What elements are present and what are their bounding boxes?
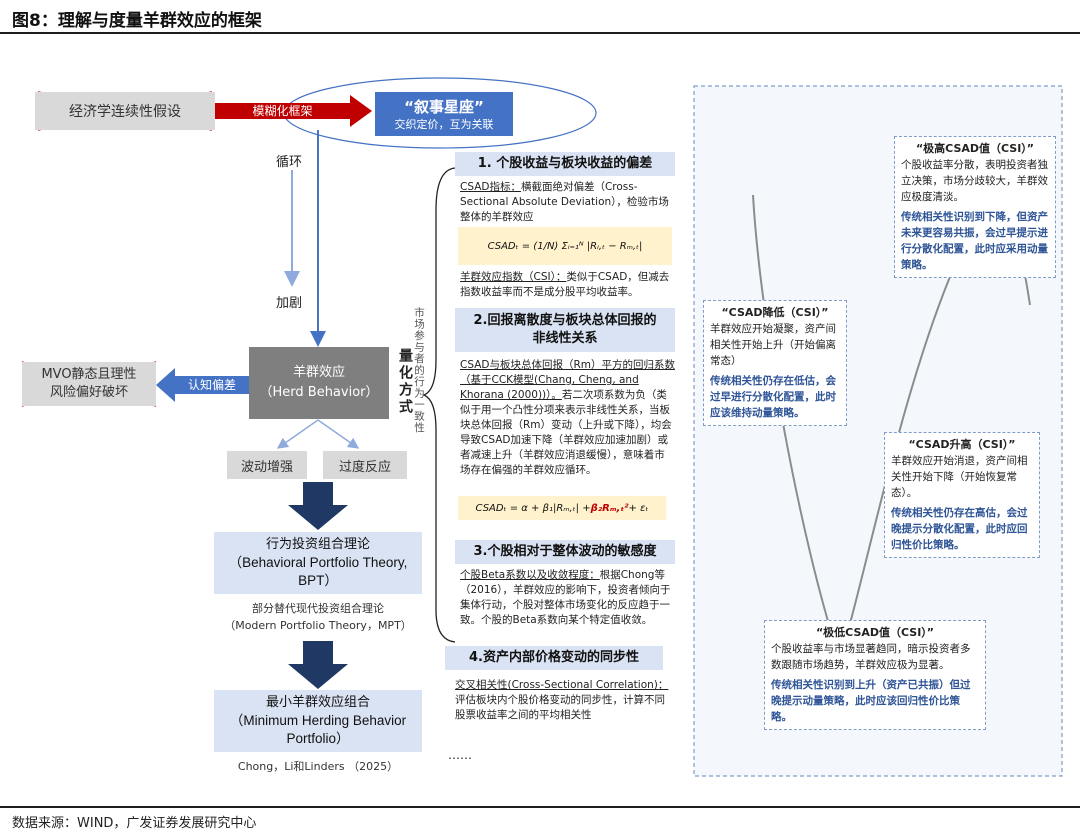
vertical-behavior-label: 市场参与者的行为一致性 — [413, 307, 425, 434]
mhb-line3: Portfolio） — [286, 731, 350, 746]
csi-decrease-box: “CSAD降低（CSI）” 羊群效应开始凝聚，资产间相关性开始上升（开始偏离常态… — [703, 300, 847, 426]
bpt-box: 行为投资组合理论 （Behavioral Portfolio Theory, B… — [214, 532, 422, 594]
csi-high-box: “极高CSAD值（CSI）” 个股收益率分散，表明投资者独立决策，市场分歧较大，… — [894, 136, 1056, 278]
narrative-box: “叙事星座” 交织定价，互为关联 — [375, 92, 513, 136]
navy-arrow-2 — [288, 641, 348, 689]
csi-increase-box: “CSAD升高（CSI）” 羊群效应开始消退，资产间相关性开始下降（开始恢复常态… — [884, 432, 1040, 558]
csi-low-title: “极低CSAD值（CSI）” — [815, 626, 935, 639]
ellipsis: …… — [448, 748, 472, 762]
section-1-text: CSAD指标：横截面绝对偏差（Cross-Sectional Absolute … — [460, 180, 675, 225]
csi-inc-title: “CSAD升高（CSI）” — [908, 438, 1016, 451]
bpt-line1: 行为投资组合理论 — [265, 537, 370, 552]
section-4-text: 交叉相关性(Cross-Sectional Correlation)： 评估板块内… — [455, 678, 670, 723]
mpt-line1: 部分替代现代投资组合理论 — [252, 602, 384, 615]
fuzzy-arrow — [215, 95, 372, 127]
mvo-box: MVO静态且理性 风险偏好破坏 — [22, 362, 156, 406]
csad-desc: 横截面绝对偏差（Cross-Sectional Absolute Deviati… — [460, 181, 669, 223]
mpt-note: 部分替代现代投资组合理论 （Modern Portfolio Theory，MP… — [214, 600, 422, 634]
csad-term: CSAD指标： — [460, 181, 521, 193]
csi-high-advice: 传统相关性识别到下降，但资产未来更容易共振，会过早提示进行分散化配置，此时应采用… — [901, 211, 1048, 271]
fuzzy-frame-label: 模糊化框架 — [252, 104, 313, 118]
section-1-head: 1. 个股收益与板块收益的偏差 — [455, 152, 675, 176]
cognitive-bias-arrow — [156, 368, 249, 402]
csi-low-body: 个股收益率与市场显著趋同，暗示投资者多数跟随市场趋势，羊群效应极为显著。 — [771, 643, 971, 671]
cycle-label: 循环 — [276, 155, 303, 170]
mvo-line1: MVO静态且理性 — [41, 367, 137, 382]
section-3-text: 个股Beta系数以及收敛程度：根据Chong等（2016），羊群效应的影响下，投… — [460, 568, 675, 628]
csi-text: 羊群效应指数（CSI）：类似于CSAD，但减去指数收益率而不是成分股平均收益率。 — [460, 270, 675, 300]
section-3-head: 3.个股相对于整体波动的敏感度 — [455, 540, 675, 564]
citation: Chong，Li和Linders （2025） — [237, 760, 399, 773]
corr-desc: 评估板块内个股价格变动的同步性，计算不同股票收益率之间的平均相关性 — [455, 694, 665, 721]
narrative-sub: 交织定价，互为关联 — [394, 117, 494, 131]
csi-desc: 类似于CSAD，但减去指数收益率而不是成分股平均收益率。 — [460, 271, 670, 298]
csi-inc-body: 羊群效应开始消退，资产间相关性开始下降（开始恢复常态）。 — [891, 455, 1028, 499]
vertical-quant-label: 量化方式 — [397, 348, 413, 416]
section-2-head: 2.回报离散度与板块总体回报的 非线性关系 — [455, 308, 675, 352]
csad-formula: CSADₜ = (1/N) Σᵢ₌₁ᴺ |Rᵢ,ₜ − Rₘ,ₜ| — [458, 227, 672, 265]
csi-low-box: “极低CSAD值（CSI）” 个股收益率与市场显著趋同，暗示投资者多数跟随市场趋… — [764, 620, 986, 730]
cck-formula-c: + εₜ — [628, 502, 649, 514]
section-4-head: 4.资产内部价格变动的同步性 — [445, 646, 663, 670]
vol-amplify-box: 波动增强 — [227, 451, 307, 479]
data-source: 数据来源：WIND，广发证券发展研究中心 — [12, 816, 257, 831]
cck-formula-b: β₂Rₘ,ₜ² — [590, 502, 629, 514]
navy-arrow-1 — [288, 482, 348, 530]
mvo-line2: 风险偏好破坏 — [49, 385, 128, 400]
beta-desc: 根据Chong等（2016），羊群效应的影响下，投资者倾向于集体行动，个股对整体… — [460, 569, 671, 626]
econ-assumption-box: 经济学连续性假设 — [35, 92, 215, 130]
overreaction-box: 过度反应 — [323, 451, 407, 479]
csi-high-body: 个股收益率分散，表明投资者独立决策，市场分歧较大，羊群效应极度清淡。 — [901, 159, 1048, 203]
top-rule — [0, 32, 1080, 34]
csi-dec-body: 羊群效应开始凝聚，资产间相关性开始上升（开始偏离常态） — [710, 323, 836, 367]
mpt-line2: （Modern Portfolio Theory，MPT） — [224, 619, 412, 632]
csi-inc-advice: 传统相关性仍存在高估，会过晚提示分散化配置，此时应回归性价比策略。 — [891, 507, 1028, 551]
herd-cn: 羊群效应 — [292, 365, 345, 380]
cck-term: CSAD与板块总体回报（Rm）平方的回归系数（基于CCK模型(Chang, Ch… — [460, 359, 675, 401]
section-2-head-l1: 2.回报离散度与板块总体回报的 — [473, 313, 657, 328]
csi-high-title: “极高CSAD值（CSI）” — [915, 142, 1035, 155]
herd-behavior-box: 羊群效应 （Herd Behavior） — [249, 347, 389, 419]
cck-formula: CSADₜ = α + β₁|Rₘ,ₜ| + β₂Rₘ,ₜ² + εₜ — [458, 496, 666, 520]
cck-desc: 若二次项系数为负（类似于用一个凸性分项来表示非线性关系，当板块总体回报（Rm）变… — [460, 389, 672, 476]
bpt-line3: BPT） — [298, 573, 338, 588]
section-2-head-l2: 非线性关系 — [532, 331, 598, 346]
csi-dec-advice: 传统相关性仍存在低估，会过早进行分散化配置，此时应该维持动量策略。 — [710, 375, 836, 419]
beta-term: 个股Beta系数以及收敛程度： — [460, 569, 600, 581]
section-2-text: CSAD与板块总体回报（Rm）平方的回归系数（基于CCK模型(Chang, Ch… — [460, 358, 675, 478]
intensify-label: 加剧 — [276, 296, 303, 311]
cck-formula-a: CSADₜ = α + β₁|Rₘ,ₜ| + — [475, 502, 591, 514]
csi-low-advice: 传统相关性识别到上升（资产已共振）但过晚提示动量策略，此时应该回归性价比策略。 — [771, 679, 971, 723]
mhb-line2: （Minimum Herding Behavior — [229, 713, 407, 728]
bottom-rule — [0, 806, 1080, 808]
mhb-box: 最小羊群效应组合 （Minimum Herding Behavior Portf… — [214, 690, 422, 752]
mhb-line1: 最小羊群效应组合 — [265, 695, 370, 710]
curly-brace — [422, 167, 456, 643]
cognitive-bias-label: 认知偏差 — [187, 378, 236, 392]
csi-dec-title: “CSAD降低（CSI）” — [721, 306, 829, 319]
narrative-title: “叙事星座” — [404, 97, 484, 116]
corr-term: 交叉相关性(Cross-Sectional Correlation)： — [455, 679, 669, 691]
figure-title: 图8：理解与度量羊群效应的框架 — [12, 11, 262, 31]
bpt-line2: （Behavioral Portfolio Theory, — [228, 555, 408, 570]
herd-en: （Herd Behavior） — [259, 385, 379, 400]
csi-term: 羊群效应指数（CSI）： — [460, 271, 567, 283]
